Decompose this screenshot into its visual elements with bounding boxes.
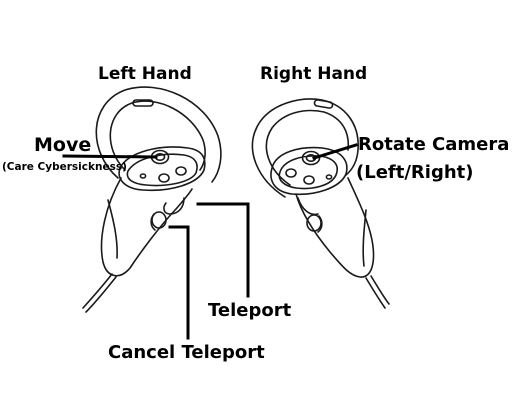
left-face-plate — [118, 146, 206, 192]
cancel-teleport-label: Cancel Teleport — [108, 342, 265, 363]
left-tracking-ring — [95, 86, 222, 183]
rotate-camera-label: Rotate Camera — [358, 134, 510, 155]
left-handle — [100, 177, 193, 277]
left-hand-label: Left Hand — [98, 64, 192, 84]
right-oculus-button — [325, 174, 333, 180]
right-ring-slot — [313, 99, 334, 109]
right-hand-label: Right Hand — [260, 64, 368, 84]
right-button-b — [285, 168, 297, 178]
left-menu-button — [139, 173, 147, 179]
move-callout-line — [62, 154, 158, 159]
move-label: Move — [34, 134, 92, 156]
right-face-plate — [270, 146, 348, 196]
left-controller-drawing — [82, 86, 222, 313]
rotate-callout-line — [312, 143, 358, 160]
rotate-direction-label: (Left/Right) — [356, 162, 474, 183]
teleport-callout-line — [196, 202, 250, 298]
right-grip-button — [306, 214, 322, 232]
teleport-label: Teleport — [208, 300, 292, 321]
right-thumbstick — [301, 150, 321, 166]
cancel-teleport-callout-line — [168, 225, 190, 340]
right-lanyard — [365, 277, 386, 309]
right-handle — [295, 177, 375, 278]
right-controller-drawing — [251, 98, 390, 309]
right-button-a — [303, 175, 315, 185]
left-ring-slot — [132, 99, 154, 107]
left-button-x — [158, 173, 170, 183]
left-button-y — [175, 166, 187, 176]
left-lanyard — [85, 276, 117, 313]
move-note-label: (Care Cybersickness) — [2, 161, 127, 173]
